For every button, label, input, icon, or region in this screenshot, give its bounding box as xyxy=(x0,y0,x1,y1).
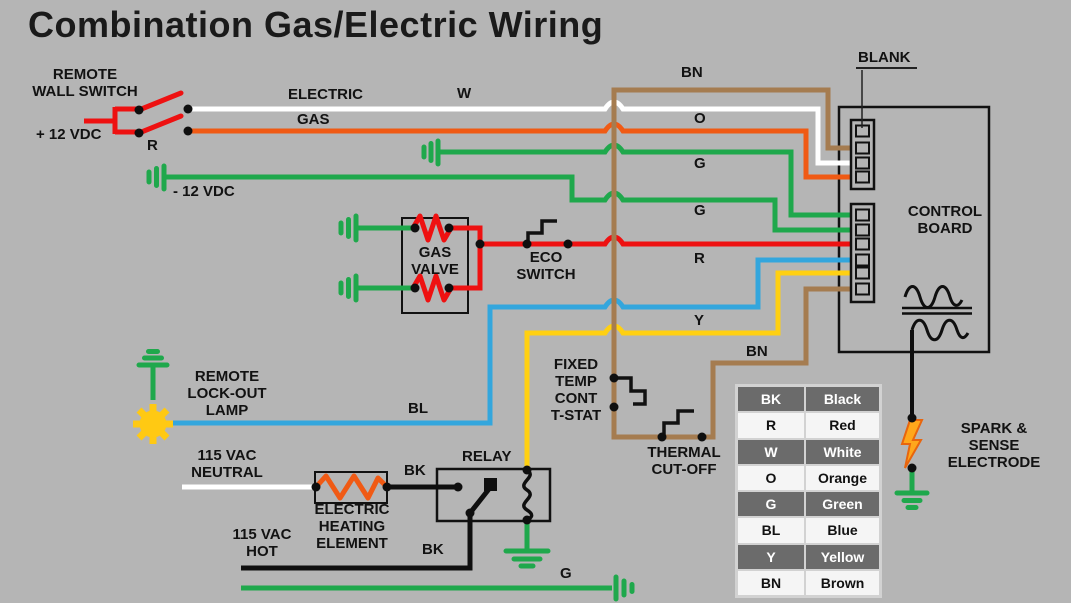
lockout-lamp-label: REMOTE LOCK-OUT LAMP xyxy=(187,368,267,419)
heating-element-label: ELECTRIC HEATING ELEMENT xyxy=(314,501,390,552)
control-board-label: CONTROL BOARD xyxy=(907,203,983,237)
lockout-lamp-icon xyxy=(133,404,173,444)
tstat-symbol xyxy=(618,376,647,406)
minus-12vdc-label: - 12 VDC xyxy=(173,183,235,200)
bn-top-label: BN xyxy=(681,64,703,81)
gasvalve-ground-bottom-icon xyxy=(338,273,359,303)
bk-wire-hot xyxy=(241,513,473,571)
legend-code: BK xyxy=(738,387,804,412)
remote-wall-switch-label: REMOTE WALL SWITCH xyxy=(32,66,138,100)
transformer-icon xyxy=(902,285,972,342)
gas-valve-coil-top xyxy=(410,213,454,243)
wire-color-legend: BK Black R Red W White O Orange G Green … xyxy=(735,384,882,598)
legend-code: R xyxy=(738,413,804,438)
legend-code: W xyxy=(738,439,804,464)
spark-sense-label: SPARK & SENSE ELECTRODE xyxy=(947,420,1041,471)
legend-row: G Green xyxy=(738,492,879,517)
junction-dots xyxy=(134,104,917,525)
bl-wire-label: BL xyxy=(408,400,428,417)
legend-code: O xyxy=(738,465,804,490)
w-wire-label: W xyxy=(457,85,472,102)
green-wire-upper xyxy=(440,142,852,218)
legend-color-name: Red xyxy=(806,413,879,438)
relay-contact-square xyxy=(484,478,497,491)
bottom-right-ground-icon xyxy=(613,574,635,602)
legend-row: R Red xyxy=(738,413,879,438)
gas-valve-coil-bottom xyxy=(410,273,454,303)
bn-bottom-label: BN xyxy=(746,343,768,360)
heating-element-coil xyxy=(314,473,389,501)
o-wire-label: O xyxy=(694,110,706,127)
lower-connector xyxy=(849,202,876,304)
bk-top-label: BK xyxy=(404,462,426,479)
g-wire-label-2: G xyxy=(694,202,706,219)
mid-ground-icon xyxy=(421,138,441,167)
upper-connector xyxy=(849,118,876,191)
legend-color-name: Orange xyxy=(806,465,879,490)
plus-12vdc-label: + 12 VDC xyxy=(36,126,102,143)
thermal-cutoff-label: THERMAL CUT-OFF xyxy=(647,444,721,478)
legend-color-name: Brown xyxy=(806,570,879,595)
legend-color-name: White xyxy=(806,439,879,464)
relay-ground-icon xyxy=(503,548,551,569)
eco-switch-symbol xyxy=(526,219,557,242)
legend-row: BL Blue xyxy=(738,518,879,543)
legend-row: W White xyxy=(738,439,879,464)
gas-valve-label: GAS VALVE xyxy=(411,244,459,278)
legend-color-name: Green xyxy=(806,492,879,517)
minus12vdc-ground-icon xyxy=(146,163,167,192)
red-valve-loop xyxy=(449,225,483,291)
legend-color-name: Blue xyxy=(806,518,879,543)
legend-code: BN xyxy=(738,570,804,595)
gasvalve-ground-top-icon xyxy=(338,213,359,243)
legend-code: BL xyxy=(738,518,804,543)
wall-switch-blade-bottom xyxy=(136,113,184,136)
gas-label: GAS xyxy=(297,111,330,128)
legend-code: Y xyxy=(738,544,804,569)
lamp-ground-icon xyxy=(136,349,170,368)
blank-label: BLANK xyxy=(856,49,917,69)
legend-color-name: Yellow xyxy=(806,544,879,569)
legend-code: G xyxy=(738,492,804,517)
switch-r-label: R xyxy=(147,137,158,154)
wall-switch-wiring xyxy=(84,106,139,135)
red-eco-wire xyxy=(480,234,852,247)
legend-color-name: Black xyxy=(806,387,879,412)
spark-bolt-icon xyxy=(900,419,924,469)
relay-box xyxy=(435,467,552,523)
y-wire-label: Y xyxy=(694,312,705,329)
legend-row: O Orange xyxy=(738,465,879,490)
relay-blade xyxy=(467,486,492,516)
green-wire-minus12vdc xyxy=(165,174,852,233)
fixed-temp-tstat-label: FIXED TEMP CONT T-STAT xyxy=(550,356,602,424)
legend-row: BN Brown xyxy=(738,570,879,595)
diagram-title: Combination Gas/Electric Wiring xyxy=(28,4,604,45)
thermal-cutoff-symbol xyxy=(662,409,694,435)
eco-switch-label: ECO SWITCH xyxy=(516,249,576,283)
spark-ground-icon xyxy=(894,490,930,510)
relay-coil xyxy=(522,468,534,522)
g-wire-label-1: G xyxy=(694,155,706,172)
legend-row: BK Black xyxy=(738,387,879,412)
bk-bottom-label: BK xyxy=(422,541,444,558)
vac-hot-label: 115 VAC HOT xyxy=(232,526,292,560)
relay-label: RELAY xyxy=(462,448,512,465)
legend-row: Y Yellow xyxy=(738,544,879,569)
electric-label: ELECTRIC xyxy=(288,86,363,103)
r-wire-label: R xyxy=(694,250,705,267)
wall-switch-blade-top xyxy=(136,90,184,113)
g-bottom-label: G xyxy=(560,565,572,582)
vac-neutral-label: 115 VAC NEUTRAL xyxy=(191,447,263,481)
